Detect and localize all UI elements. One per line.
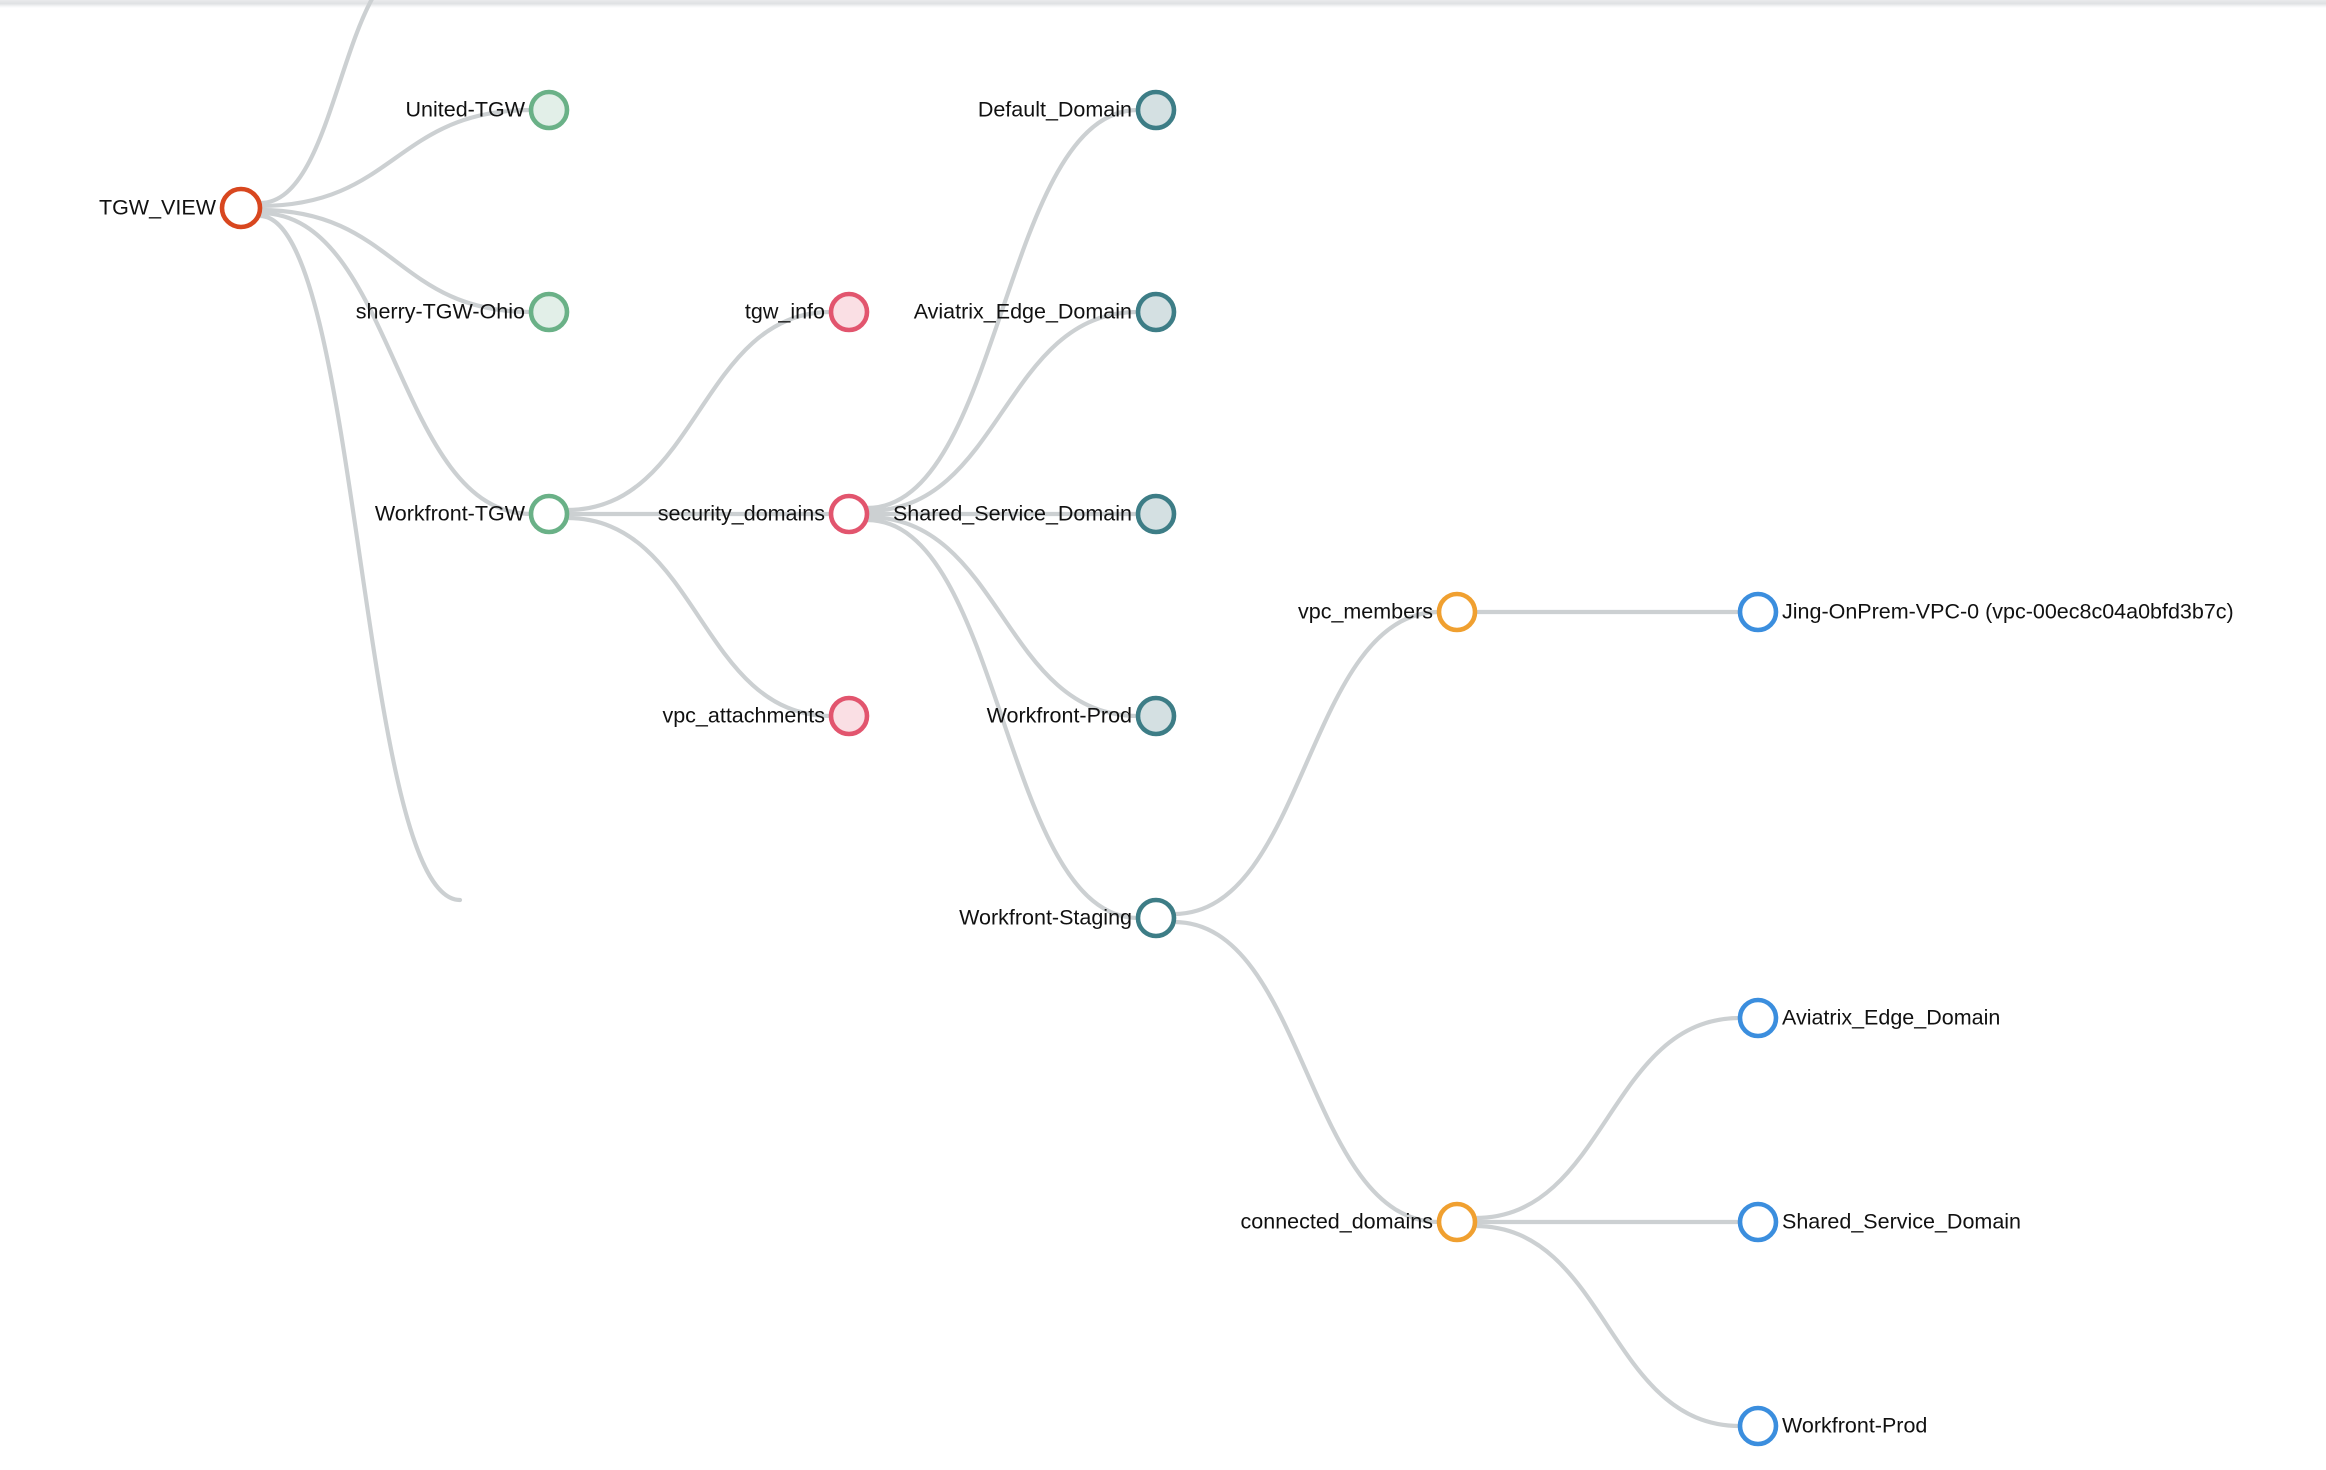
node-label-security_domains: security_domains <box>658 502 825 526</box>
node-label-aviatrix_edge_domain: Aviatrix_Edge_Domain <box>914 300 1132 324</box>
graph-link <box>564 515 834 719</box>
node-label-vpc_attachments: vpc_attachments <box>662 704 825 728</box>
graph-link <box>257 107 534 209</box>
graph-node-workfront_staging[interactable]: Workfront-Staging <box>959 897 1177 939</box>
graph-node-leaf_aviatrix_edge[interactable]: Aviatrix_Edge_Domain <box>1737 997 2000 1039</box>
node-circle-workfront_staging[interactable] <box>1135 897 1177 939</box>
links-layer <box>257 0 1743 1429</box>
node-label-jing_onprem_vpc_0: Jing-OnPrem-VPC-0 (vpc-00ec8c04a0bfd3b7c… <box>1782 600 2234 624</box>
node-circle-united_tgw[interactable] <box>528 89 570 131</box>
graph-node-workfront_tgw[interactable]: Workfront-TGW <box>375 493 570 535</box>
node-label-united_tgw: United-TGW <box>406 98 526 122</box>
graph-node-leaf_shared_service[interactable]: Shared_Service_Domain <box>1737 1201 2021 1243</box>
node-circle-leaf_shared_service[interactable] <box>1737 1201 1779 1243</box>
graph-node-tgw_view[interactable]: TGW_VIEW <box>99 186 263 230</box>
graph-link <box>257 207 534 315</box>
graph-node-aviatrix_edge_domain[interactable]: Aviatrix_Edge_Domain <box>914 291 1177 333</box>
node-label-workfront_staging: Workfront-Staging <box>959 906 1132 930</box>
node-circle-vpc_attachments[interactable] <box>828 695 870 737</box>
graph-link <box>257 210 534 517</box>
graph-link <box>564 309 834 513</box>
graph-link <box>864 514 1141 719</box>
graph-node-jing_onprem_vpc_0[interactable]: Jing-OnPrem-VPC-0 (vpc-00ec8c04a0bfd3b7c… <box>1737 591 2234 633</box>
graph-link <box>1171 919 1442 1225</box>
graph-node-default_domain[interactable]: Default_Domain <box>978 89 1177 131</box>
node-label-shared_service_domain: Shared_Service_Domain <box>893 502 1132 526</box>
node-label-leaf_shared_service: Shared_Service_Domain <box>1782 1210 2021 1234</box>
node-label-tgw_view: TGW_VIEW <box>99 196 217 220</box>
node-circle-leaf_workfront_prod[interactable] <box>1737 1405 1779 1447</box>
node-circle-tgw_info[interactable] <box>828 291 870 333</box>
graph-link <box>864 517 1141 921</box>
graph-node-workfront_prod[interactable]: Workfront-Prod <box>987 695 1177 737</box>
node-circle-sherry_tgw_ohio[interactable] <box>528 291 570 333</box>
node-label-leaf_aviatrix_edge: Aviatrix_Edge_Domain <box>1782 1006 2000 1030</box>
node-circle-vpc_members[interactable] <box>1436 591 1478 633</box>
node-circle-connected_domains[interactable] <box>1436 1201 1478 1243</box>
graph-node-sherry_tgw_ohio[interactable]: sherry-TGW-Ohio <box>356 291 570 333</box>
node-label-vpc_members: vpc_members <box>1298 600 1433 624</box>
graph-link <box>1472 1015 1743 1221</box>
node-circle-workfront_prod[interactable] <box>1135 695 1177 737</box>
graph-node-shared_service_domain[interactable]: Shared_Service_Domain <box>893 493 1177 535</box>
graph-link <box>1171 609 1442 917</box>
graph-link <box>257 0 374 206</box>
graph-link <box>864 309 1141 514</box>
node-label-tgw_info: tgw_info <box>745 300 825 324</box>
graph-link <box>257 213 463 903</box>
node-circle-tgw_view[interactable] <box>219 186 263 230</box>
graph-link <box>1472 1223 1743 1429</box>
node-label-workfront_tgw: Workfront-TGW <box>375 502 526 526</box>
node-label-sherry_tgw_ohio: sherry-TGW-Ohio <box>356 300 525 324</box>
node-label-default_domain: Default_Domain <box>978 98 1132 122</box>
graph-node-leaf_workfront_prod[interactable]: Workfront-Prod <box>1737 1405 1927 1447</box>
graph-node-connected_domains[interactable]: connected_domains <box>1241 1201 1478 1243</box>
node-label-connected_domains: connected_domains <box>1241 1210 1433 1234</box>
graph-link <box>864 107 1141 511</box>
node-circle-aviatrix_edge_domain[interactable] <box>1135 291 1177 333</box>
node-circle-security_domains[interactable] <box>828 493 870 535</box>
node-circle-default_domain[interactable] <box>1135 89 1177 131</box>
node-circle-shared_service_domain[interactable] <box>1135 493 1177 535</box>
graph-node-vpc_attachments[interactable]: vpc_attachments <box>662 695 870 737</box>
node-circle-workfront_tgw[interactable] <box>528 493 570 535</box>
graph-node-united_tgw[interactable]: United-TGW <box>406 89 570 131</box>
nodes-layer[interactable]: TGW_VIEW United-TGW sherry-TGW-OhioWorkfro… <box>99 89 2234 1447</box>
node-circle-leaf_aviatrix_edge[interactable] <box>1737 997 1779 1039</box>
graph-node-tgw_info[interactable]: tgw_info <box>745 291 870 333</box>
node-label-workfront_prod: Workfront-Prod <box>987 704 1132 728</box>
graph-node-vpc_members[interactable]: vpc_members <box>1298 591 1478 633</box>
node-label-leaf_workfront_prod: Workfront-Prod <box>1782 1414 1927 1438</box>
node-circle-jing_onprem_vpc_0[interactable] <box>1737 591 1779 633</box>
graph-node-security_domains[interactable]: security_domains <box>658 493 870 535</box>
